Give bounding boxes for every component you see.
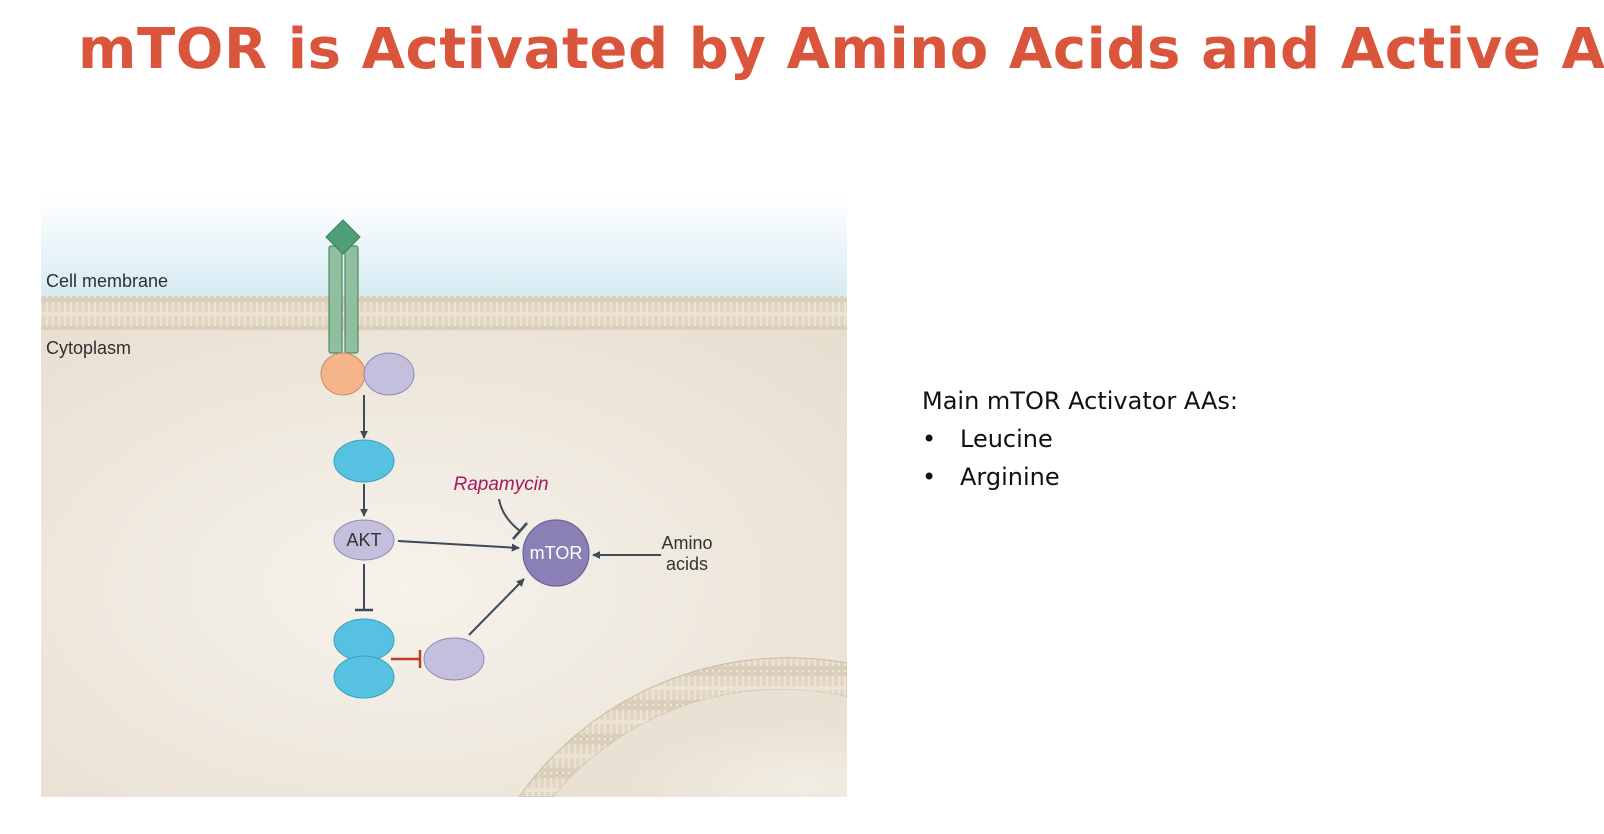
arrow-rheb-to-mtor (468, 578, 525, 636)
mtor-pathway-diagram: Cell membrane Cytoplasm AKT mTOR Rapamyc… (41, 195, 847, 797)
cell-membrane-label: Cell membrane (46, 271, 168, 291)
receptor-right-chain (344, 245, 359, 354)
inhibition-tsc-to-rheb (391, 650, 422, 668)
amino-acids-label-line2: acids (666, 554, 708, 574)
tsc-complex-top (333, 618, 395, 662)
bullet-mark: • (922, 463, 937, 491)
inhibition-rapamycin-to-mtor (498, 498, 528, 540)
list-item: • Leucine (922, 420, 1238, 458)
mtor-node (522, 519, 590, 587)
arrow-akt-to-mtor (397, 540, 520, 552)
list-item: • Arginine (922, 458, 1238, 496)
receptor (325, 219, 361, 354)
receptor-left-chain (328, 245, 343, 354)
inhibition-akt-to-tsc (355, 564, 373, 612)
list-item-text: Arginine (960, 463, 1060, 491)
cytoplasm-label: Cytoplasm (46, 338, 131, 358)
rheb-node (423, 637, 485, 681)
tsc-complex-bottom (333, 655, 395, 699)
slide-title: mTOR is Activated by Amino Acids and Act… (78, 17, 1604, 82)
extracellular-space (41, 195, 847, 296)
activator-list-panel: Main mTOR Activator AAs: • Leucine • Arg… (922, 382, 1238, 496)
activator-list-heading: Main mTOR Activator AAs: (922, 387, 1239, 415)
list-item-text: Leucine (960, 425, 1053, 453)
pi3k-node (333, 439, 395, 483)
akt-label: AKT (346, 530, 381, 550)
rapamycin-label: Rapamycin (453, 474, 548, 495)
akt-node (333, 519, 395, 561)
nucleus-region (553, 689, 847, 797)
cell-membrane (41, 296, 847, 330)
activator-list: • Leucine • Arginine (922, 420, 1238, 496)
receptor-kinase-orange (320, 352, 366, 396)
receptor-kinase-lavender (363, 352, 415, 396)
bullet-mark: • (922, 425, 937, 453)
amino-acids-label-line1: Amino (661, 533, 712, 553)
mtor-label: mTOR (530, 543, 583, 563)
ligand-diamond (325, 219, 361, 255)
